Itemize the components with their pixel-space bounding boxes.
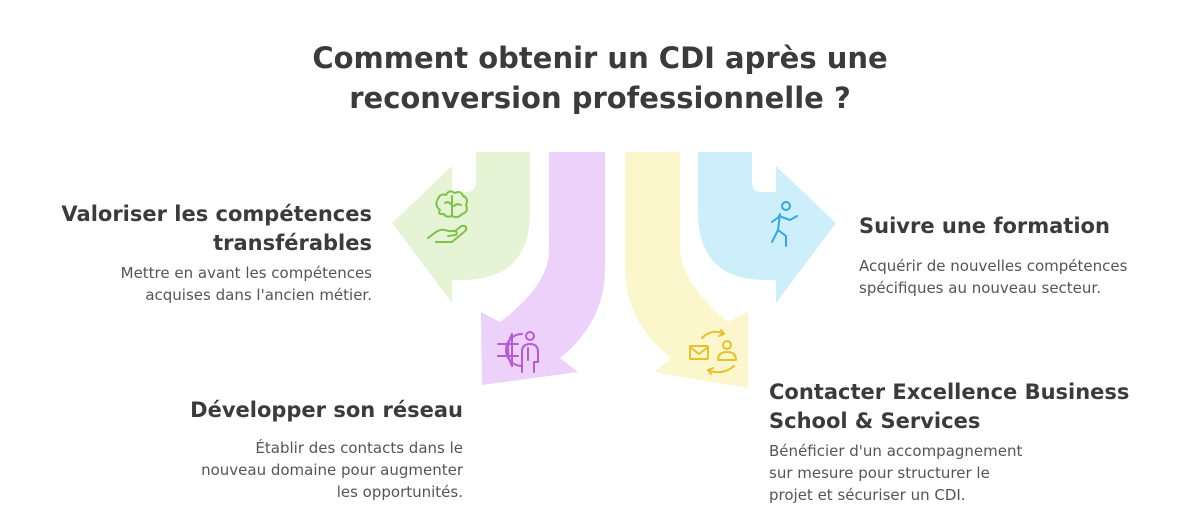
step-valoriser: Valoriser les compétences transférables … xyxy=(0,200,372,306)
step-formation-description: Acquérir de nouvelles compétences spécif… xyxy=(859,255,1194,299)
step-reseau-desc-line-1: Établir des contacts dans le xyxy=(255,439,463,457)
title-line-1: Comment obtenir un CDI après une xyxy=(312,41,888,75)
blue-arrow xyxy=(698,152,836,303)
step-contacter-heading-line-2: School & Services xyxy=(769,409,981,433)
step-valoriser-heading-line-2: transférables xyxy=(213,231,372,255)
step-contacter-heading: Contacter Excellence Business School & S… xyxy=(769,378,1189,436)
mail-person-icon xyxy=(689,329,737,375)
step-reseau-heading: Développer son réseau xyxy=(63,396,463,425)
running-person-icon xyxy=(771,201,798,247)
step-reseau-description: Établir des contacts dans le nouveau dom… xyxy=(63,437,463,503)
purple-arrow xyxy=(481,152,605,385)
step-valoriser-desc-line-2: acquises dans l'ancien métier. xyxy=(145,286,372,304)
step-contacter-desc-line-3: projet et sécuriser un CDI. xyxy=(769,486,966,504)
step-valoriser-description: Mettre en avant les compétences acquises… xyxy=(0,262,372,306)
step-formation-desc-line-1: Acquérir de nouvelles compétences xyxy=(859,257,1128,275)
step-contacter-desc-line-2: sur mesure pour structurer le xyxy=(769,464,990,482)
step-reseau: Développer son réseau Établir des contac… xyxy=(63,396,463,503)
step-formation-desc-line-2: spécifiques au nouveau secteur. xyxy=(859,279,1101,297)
step-reseau-desc-line-2: nouveau domaine pour augmenter xyxy=(201,461,463,479)
step-reseau-heading-line-1: Développer son réseau xyxy=(190,398,463,422)
title-line-2: reconversion professionnelle ? xyxy=(349,81,851,115)
step-reseau-desc-line-3: les opportunités. xyxy=(336,483,463,501)
step-formation-heading-line-1: Suivre une formation xyxy=(859,214,1110,238)
step-contacter: Contacter Excellence Business School & S… xyxy=(769,378,1189,506)
page-title: Comment obtenir un CDI après une reconve… xyxy=(0,38,1200,118)
step-valoriser-heading: Valoriser les compétences transférables xyxy=(0,200,372,258)
step-contacter-heading-line-1: Contacter Excellence Business xyxy=(769,380,1130,404)
step-contacter-description: Bénéficier d'un accompagnement sur mesur… xyxy=(769,440,1189,506)
step-valoriser-heading-line-1: Valoriser les compétences xyxy=(61,202,372,226)
yellow-arrow xyxy=(625,152,748,388)
step-formation-heading: Suivre une formation xyxy=(859,212,1194,241)
globe-person-icon xyxy=(497,331,539,373)
step-valoriser-desc-line-1: Mettre en avant les compétences xyxy=(120,264,372,282)
step-formation: Suivre une formation Acquérir de nouvell… xyxy=(859,212,1194,299)
brain-hand-icon xyxy=(427,190,468,243)
step-contacter-desc-line-1: Bénéficier d'un accompagnement xyxy=(769,442,1023,460)
